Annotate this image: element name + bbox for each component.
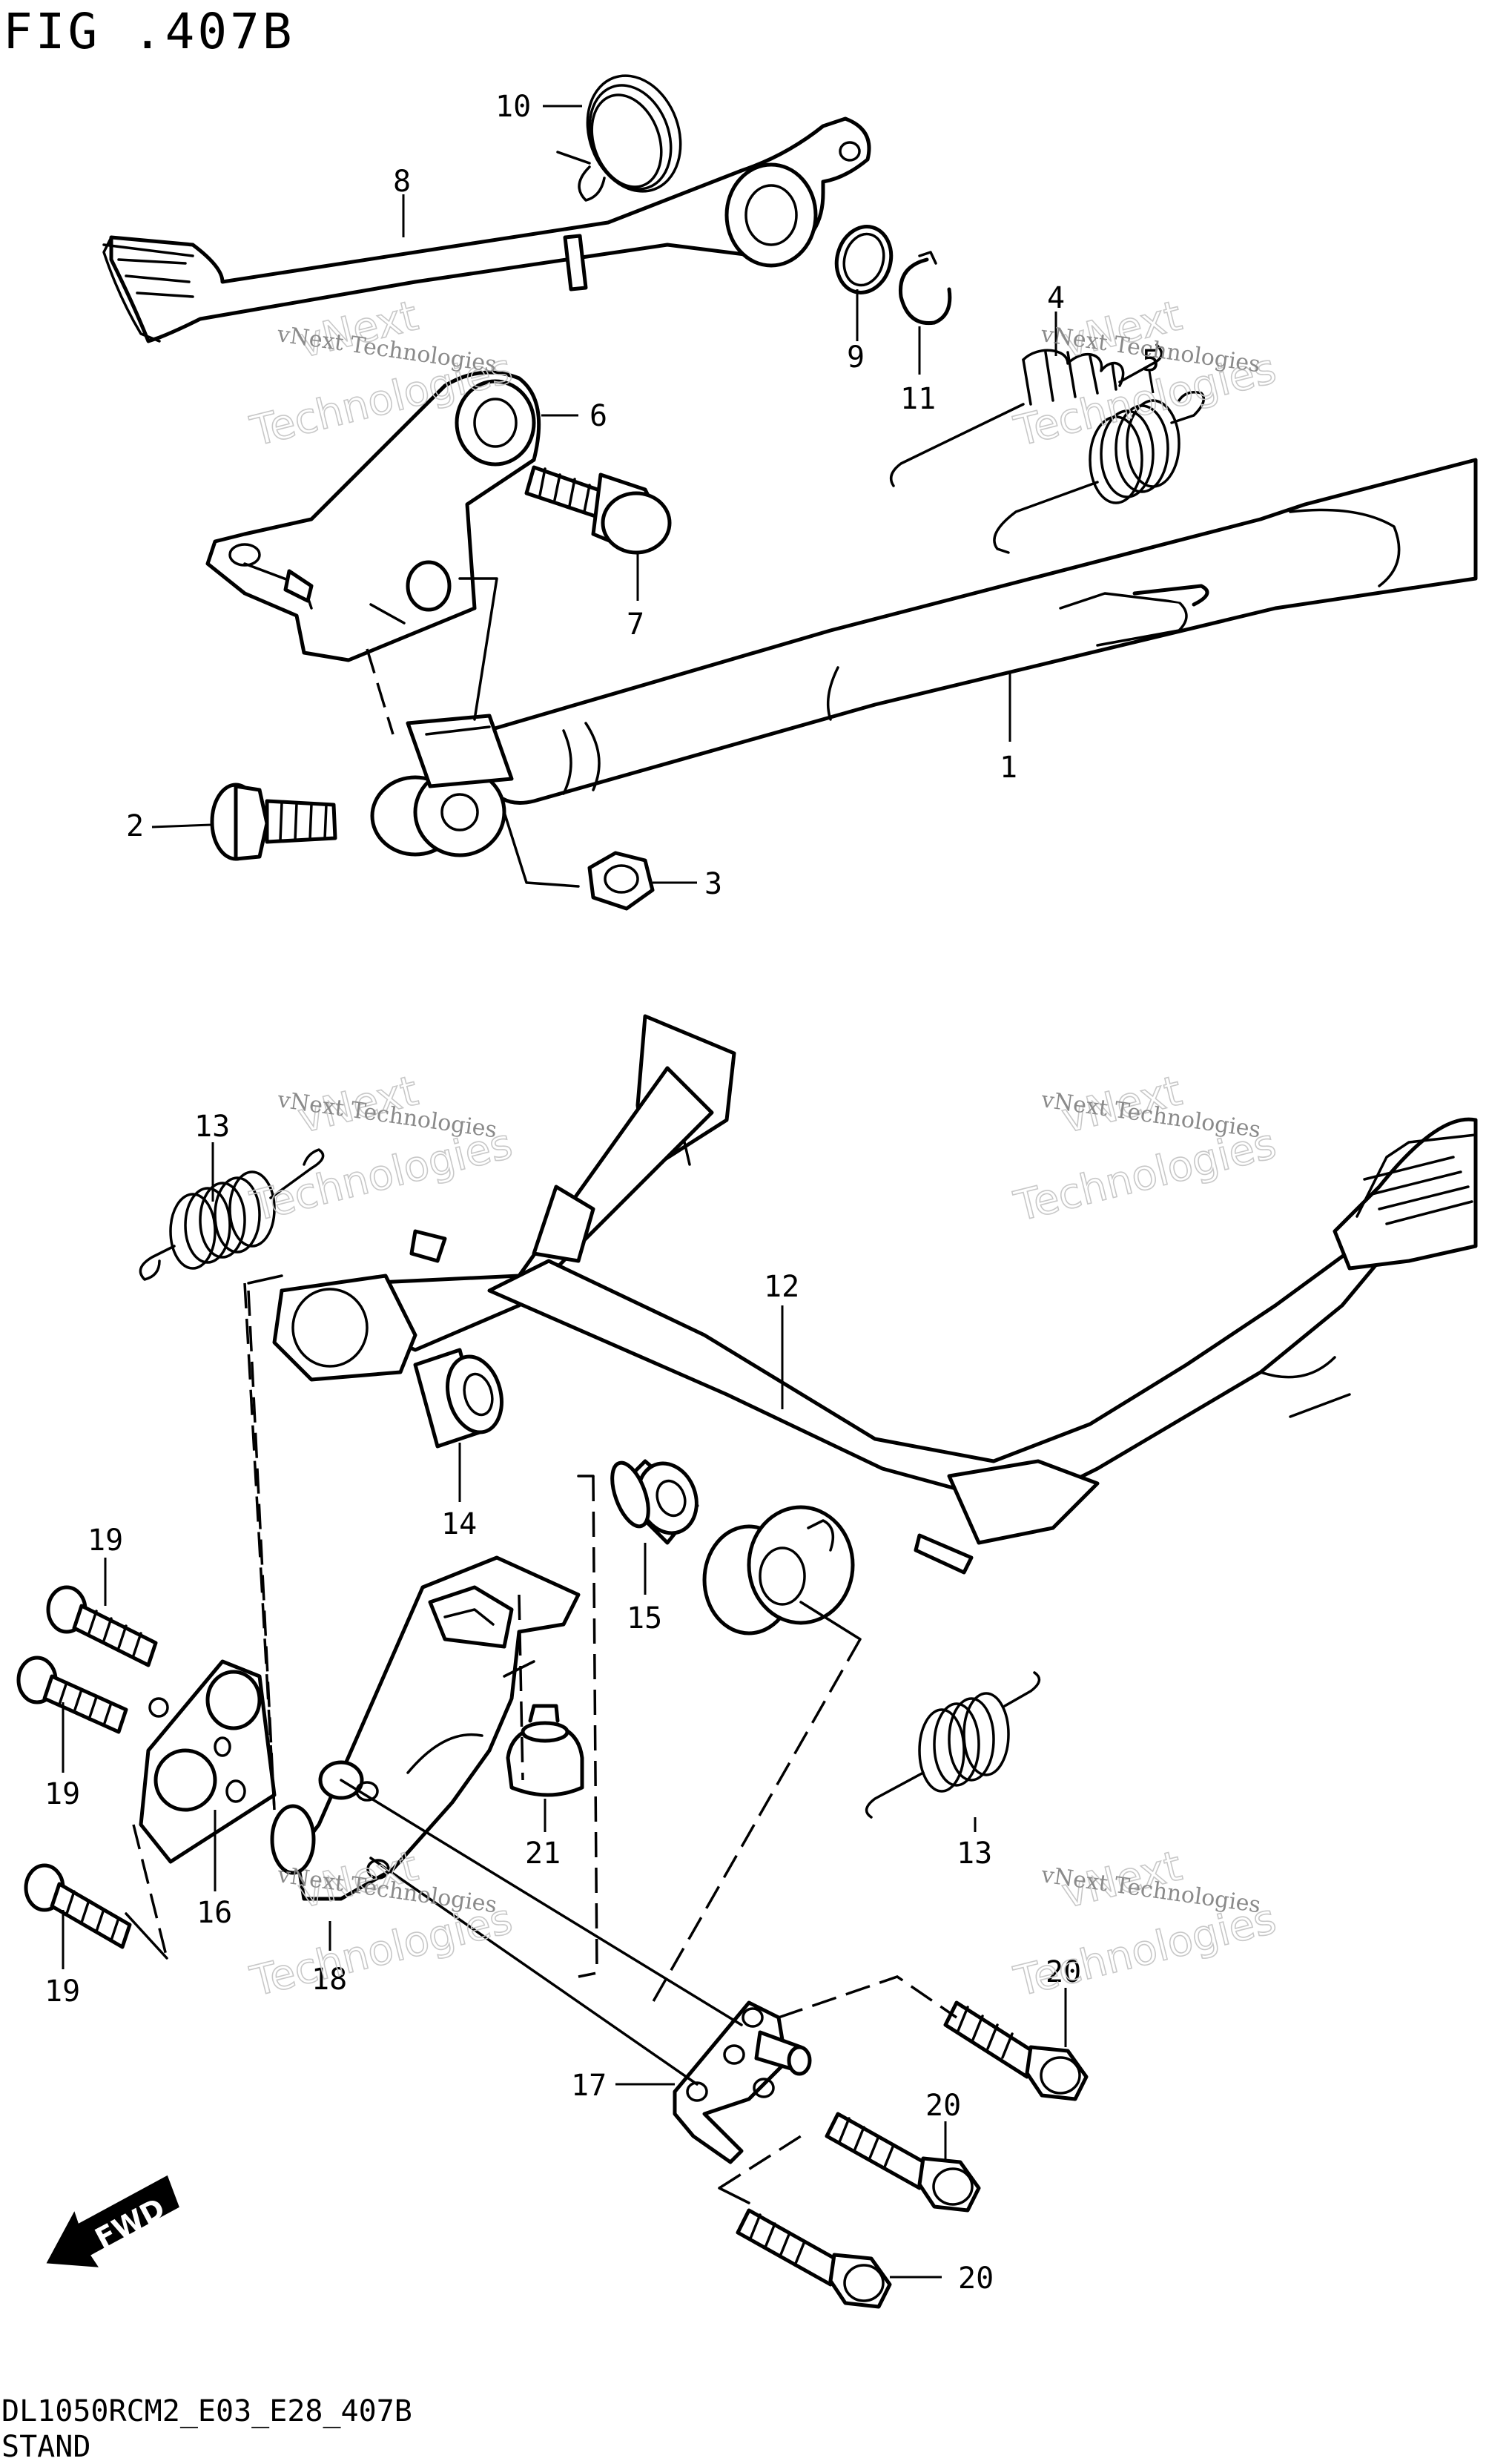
callout-7: 7 [627,607,644,642]
forward-direction-arrow: FWD [46,2175,179,2267]
bolt-part-20-b[interactable] [825,2112,981,2213]
leader-lines [62,105,1155,2279]
callout-2: 2 [126,809,144,843]
callout-19-a: 19 [87,1523,123,1558]
return-spring-part-4[interactable] [889,343,1163,487]
watermark-3: vNext Technologies vNext Technologies [245,1067,518,1232]
callout-4: 4 [1047,281,1065,315]
figure-title: FIG .407B [3,3,295,60]
callout-18: 18 [311,1963,347,1997]
spring-part-13-upper[interactable] [139,1148,325,1281]
callout-3: 3 [704,867,722,901]
side-stand-part-1[interactable] [370,458,1478,857]
plate-part-17[interactable] [673,2000,812,2164]
nut-part-3[interactable] [587,851,655,911]
callout-10: 10 [495,90,531,124]
return-spring-part-5[interactable] [993,391,1206,554]
watermark-5: vNext Technologies vNext Technologies [245,1842,518,2007]
figure-name: STAND [1,2430,91,2464]
callout-11: 11 [900,382,936,416]
callout-6: 6 [590,399,607,433]
spring-part-13-lower[interactable] [865,1671,1041,1819]
bolt-part-19-b[interactable] [16,1656,128,1734]
callout-16: 16 [197,1896,232,1930]
watermark-6: vNext Technologies vNext Technologies [1009,1842,1281,2007]
leader-3 [503,811,580,888]
callout-13-lower: 13 [957,1837,992,1871]
callout-12: 12 [764,1270,799,1304]
bolt-part-20-c[interactable] [736,2208,892,2309]
bolt-part-19-c[interactable] [24,1863,132,1949]
bracket-part-18[interactable] [270,1555,581,1901]
callout-21: 21 [525,1837,561,1871]
callout-19-c: 19 [44,1974,80,2009]
callout-20-c: 20 [958,2262,994,2296]
callout-5: 5 [1142,344,1160,378]
callout-8: 8 [393,165,411,199]
assembly-line-6-1a [366,648,394,735]
torsion-spring-part-10[interactable] [556,62,696,204]
callout-17: 17 [571,2069,607,2103]
bushing-part-15[interactable] [605,1455,706,1545]
bolt-part-19-a[interactable] [46,1585,158,1667]
assembly-lines-bottom [125,1274,957,2204]
rubber-bumper-part-21[interactable] [506,1704,584,1797]
figure-code: DL1050RCM2_E03_E28_407B [1,2394,412,2428]
callout-15: 15 [627,1601,662,1635]
circlip-part-11[interactable] [898,251,952,326]
center-stand-part-12[interactable] [272,1014,1478,1635]
callout-14: 14 [441,1507,477,1541]
bolt-part-7[interactable] [524,465,672,555]
assembly-line-6-1b [458,577,498,721]
brake-pedal-part-8[interactable] [102,116,871,343]
callout-9: 9 [847,340,865,375]
plate-part-16[interactable] [139,1659,277,1864]
callout-19-b: 19 [44,1777,80,1811]
callout-20-b: 20 [925,2089,961,2123]
washer-part-9[interactable] [830,220,899,299]
callout-1: 1 [1000,751,1017,785]
callout-20-a: 20 [1046,1955,1081,1989]
bolt-part-20-a[interactable] [943,2000,1089,2101]
bracket-part-6[interactable] [205,370,541,662]
pivot-bolt-part-2[interactable] [210,783,337,861]
bushing-part-14[interactable] [413,1348,509,1449]
watermark-4: vNext Technologies vNext Technologies [1009,1067,1281,1232]
callout-13-upper: 13 [194,1110,230,1144]
